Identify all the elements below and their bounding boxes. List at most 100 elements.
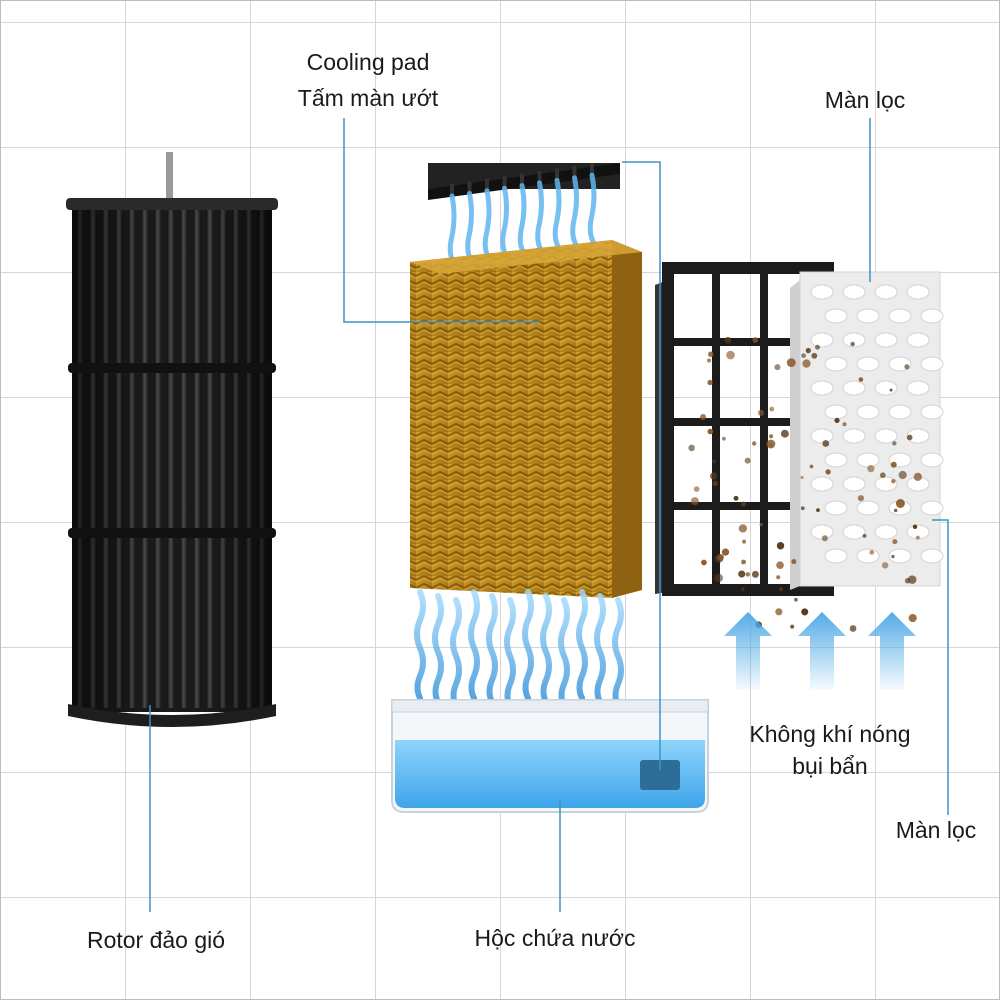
dust-particle: [834, 417, 840, 423]
dust-particle: [741, 501, 746, 507]
mesh-hole: [810, 476, 834, 492]
dust-particle: [714, 573, 723, 583]
rotor-fan-icon: [66, 152, 278, 727]
water-drip: [447, 193, 457, 265]
cooling-pad-top: [410, 240, 642, 274]
dust-particle: [791, 559, 797, 565]
mesh-hole: [920, 452, 944, 468]
distributor-nozzle: [502, 176, 507, 189]
mesh-filter-side: [790, 280, 800, 590]
perforated-mesh-filter-icon: [790, 271, 944, 590]
dust-particle: [752, 337, 759, 343]
dust-particle: [880, 472, 886, 479]
dust-particle: [906, 434, 913, 441]
dust-particle: [707, 428, 714, 435]
air-arrow: [868, 612, 916, 690]
dust-particle: [741, 559, 746, 565]
mesh-hole: [824, 548, 848, 564]
mesh-hole: [906, 380, 930, 396]
tank-pump: [640, 760, 680, 790]
upward-air-arrow-icon: [724, 612, 916, 690]
dust-particle: [857, 495, 865, 502]
dust-particles: [688, 336, 922, 632]
dust-particle: [776, 575, 781, 580]
mesh-hole: [874, 332, 898, 348]
water-stream: [522, 589, 534, 701]
mesh-hole: [856, 404, 880, 420]
dust-particle: [708, 351, 714, 358]
distributor-nozzles: [450, 163, 594, 196]
dust-particle: [892, 539, 898, 545]
dust-particle: [744, 457, 751, 464]
water-drip: [500, 185, 509, 257]
dust-particle: [693, 486, 700, 492]
dust-particle: [757, 409, 765, 416]
grid-frame-filter-icon: [655, 262, 834, 596]
water-drip: [535, 180, 544, 252]
mesh-filter-holes: [810, 284, 944, 564]
cooling-pad-icon: [410, 163, 642, 709]
dust-particle: [815, 344, 821, 350]
dust-particle: [893, 508, 898, 513]
dust-particle: [786, 358, 796, 368]
dust-particle: [907, 575, 917, 584]
dust-particle: [751, 570, 759, 578]
mesh-hole: [920, 356, 944, 372]
dust-particle: [915, 535, 920, 540]
water-drips-top: [447, 172, 597, 265]
label-hot-air-line2: bụi bẩn: [792, 753, 868, 779]
mesh-hole: [842, 524, 866, 540]
mesh-hole: [824, 356, 848, 372]
dust-particle: [769, 434, 774, 439]
mesh-hole: [888, 404, 912, 420]
distributor-nozzle: [537, 171, 542, 183]
dust-particle: [794, 597, 798, 602]
dust-particle: [908, 613, 917, 623]
dust-particle: [711, 459, 717, 464]
dust-particle: [751, 441, 757, 446]
mesh-hole: [906, 428, 930, 444]
dust-particle: [802, 359, 811, 368]
mesh-hole: [874, 284, 898, 300]
mesh-hole: [842, 428, 866, 444]
dust-particle: [700, 414, 707, 421]
dust-particle: [712, 480, 718, 487]
dust-particle: [759, 522, 763, 527]
dust-particle: [811, 352, 818, 359]
mesh-hole: [824, 308, 848, 324]
dust-particle: [709, 472, 718, 480]
dust-particle: [822, 440, 830, 447]
dust-particle: [869, 550, 875, 555]
dust-particle: [800, 476, 804, 480]
dust-particle: [849, 625, 857, 632]
dust-particle: [717, 553, 725, 561]
label-hot-air-line1: Không khí nóng: [749, 721, 911, 747]
dust-particle: [913, 472, 922, 481]
mesh-hole: [920, 404, 944, 420]
dust-particle: [740, 587, 745, 592]
dust-particle: [738, 524, 748, 533]
distributor-nozzle: [555, 168, 559, 181]
dust-particle: [701, 559, 707, 566]
mesh-hole: [824, 500, 848, 516]
distributor-nozzle: [520, 173, 524, 186]
dust-particle: [790, 624, 795, 629]
mesh-hole: [810, 428, 834, 444]
rotor-ring-upper: [68, 363, 276, 373]
water-stream: [450, 597, 462, 709]
label-rotor: Rotor đảo gió: [86, 927, 226, 953]
water-drip: [517, 183, 527, 255]
rotor-shading: [72, 202, 272, 712]
dust-particle: [858, 377, 864, 382]
dust-particle: [707, 358, 712, 363]
mesh-hole: [920, 500, 944, 516]
dust-particle: [898, 470, 907, 480]
tank-water: [395, 740, 705, 808]
mesh-hole: [888, 308, 912, 324]
mesh-hole: [906, 284, 930, 300]
dust-particle: [809, 464, 814, 469]
leader-lines: [149, 118, 949, 912]
dust-particle: [889, 388, 893, 392]
mesh-hole: [810, 524, 834, 540]
